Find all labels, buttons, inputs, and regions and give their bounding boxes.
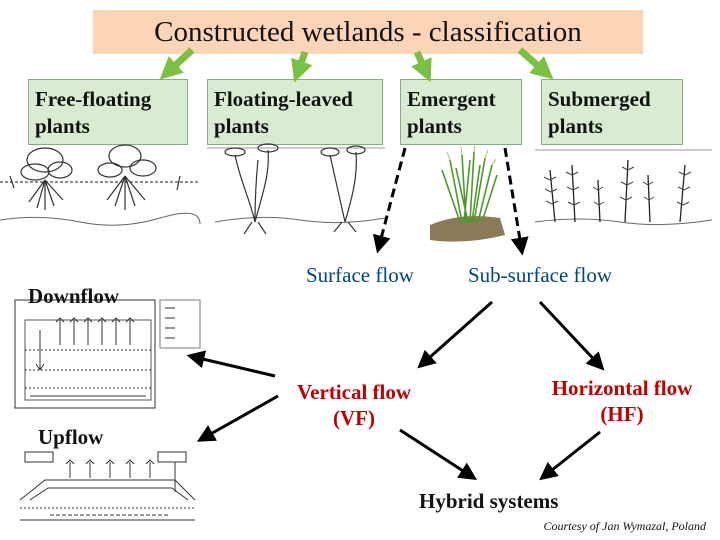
category-submerged: Submerged plants: [541, 79, 683, 145]
emergent-plants-illustration: [430, 143, 505, 242]
category-emergent: Emergent plants: [400, 79, 522, 145]
diagram-title-text: Constructed wetlands - classification: [154, 15, 582, 48]
arrow-to-horizontal-flow: [538, 300, 605, 371]
category-free-floating-line1: Free-floating: [35, 87, 152, 111]
green-arrows: [159, 47, 554, 83]
upflow-label: Upflow: [38, 425, 104, 449]
arrow-to-downflow: [186, 350, 276, 378]
submerged-plants-illustration: [534, 149, 713, 226]
vertical-flow-label: Vertical flow (VF): [284, 379, 424, 432]
category-free-floating-line2: plants: [35, 113, 90, 138]
solid-arrows: [186, 300, 605, 481]
dashed-arrow-subsurface-flow: [503, 147, 529, 256]
category-floating-leaved-line1: Floating-leaved: [214, 87, 353, 111]
green-arrow-emergent: [411, 50, 432, 83]
category-free-floating: Free-floating plants: [28, 79, 188, 145]
surface-flow-label: Surface flow: [306, 263, 414, 287]
diagram-title: Constructed wetlands - classification: [93, 10, 643, 54]
arrow-hf-to-hybrid: [539, 430, 601, 481]
arrow-to-upflow: [196, 394, 279, 442]
downflow-schematic: [14, 299, 201, 409]
subsurface-flow-label: Sub-surface flow: [468, 263, 613, 287]
horizontal-flow-label-line2: (HF): [600, 402, 644, 427]
hybrid-systems-label: Hybrid systems: [419, 489, 559, 513]
dashed-arrow-surface-flow: [372, 147, 407, 254]
vertical-flow-label-line2: (VF): [333, 406, 375, 431]
vertical-flow-label-line1: Vertical flow: [296, 380, 412, 404]
arrow-to-vertical-flow: [417, 300, 493, 369]
dashed-arrows: [372, 147, 529, 256]
upflow-schematic: [19, 451, 196, 521]
category-submerged-line2: plants: [548, 113, 603, 138]
category-submerged-line1: Submerged: [548, 87, 651, 111]
arrow-vf-to-hybrid: [399, 428, 478, 480]
category-floating-leaved: Floating-leaved plants: [207, 79, 383, 145]
green-arrow-submerged: [517, 47, 554, 80]
horizontal-flow-label-line1: Horizontal flow: [551, 376, 693, 400]
green-arrow-free-floating: [159, 47, 195, 80]
courtesy-credit: Courtesy of Jan Wymazal, Poland: [543, 519, 706, 533]
green-arrow-floating-leaved: [291, 50, 313, 83]
floating-leaved-plants-illustration: [207, 143, 386, 235]
category-emergent-line1: Emergent: [407, 87, 496, 111]
category-floating-leaved-line2: plants: [214, 113, 269, 138]
horizontal-flow-label: Horizontal flow (HF): [532, 375, 712, 428]
downflow-label: Downflow: [28, 284, 120, 308]
free-floating-plants-illustration: [0, 144, 201, 226]
category-emergent-line2: plants: [407, 113, 462, 138]
